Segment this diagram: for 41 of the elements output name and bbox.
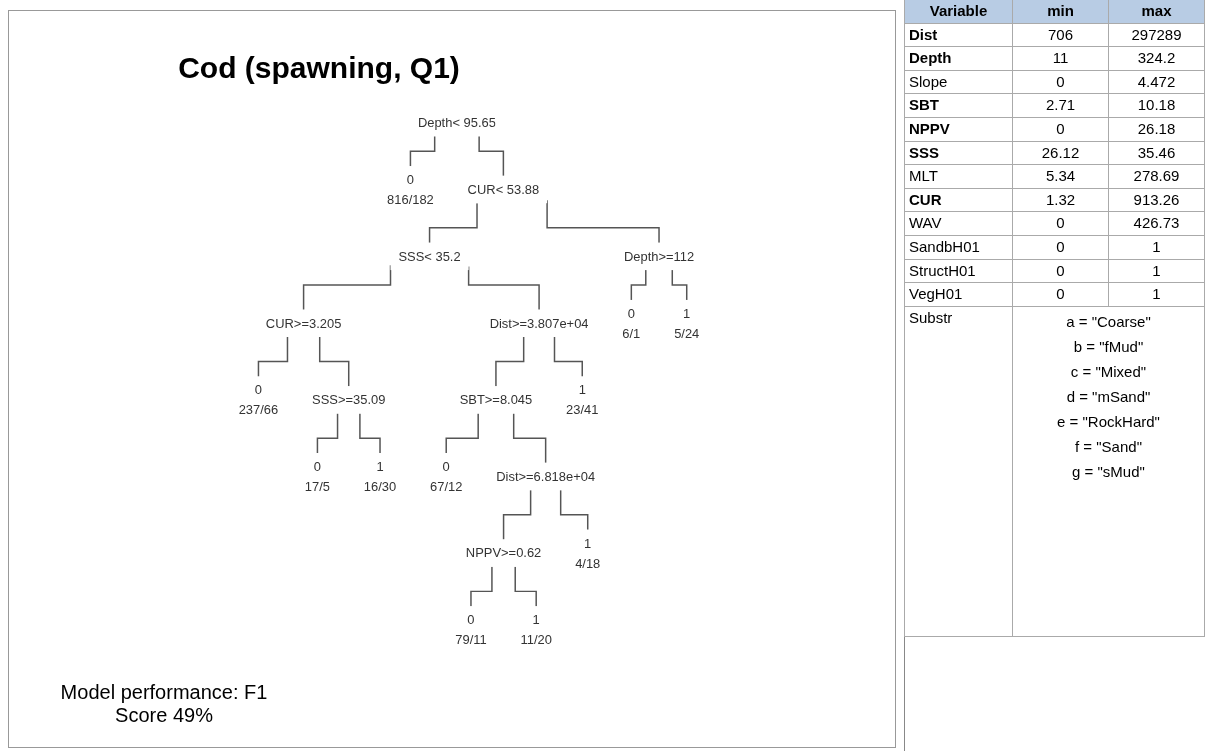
node-label: 1 — [584, 535, 592, 551]
column-header: min — [1012, 0, 1109, 24]
node-label: Depth< 95.65 — [417, 114, 496, 130]
code-entry: c = "Mixed" — [1070, 361, 1147, 382]
node-label: 0 — [467, 612, 475, 628]
node-label: SSS>=35.09 — [312, 392, 386, 408]
node-label: SBT>=8.045 — [459, 392, 533, 408]
node-label: 237/66 — [238, 401, 279, 417]
code-entry: d = "mSand" — [1066, 386, 1151, 407]
split-node: SSS< 35.2 — [390, 242, 469, 271]
code-entry: a = "Coarse" — [1066, 311, 1151, 332]
column-header: Variable — [904, 0, 1013, 24]
performance-note: Model performance: F1 Score 49% — [59, 681, 269, 727]
code-entry: f = "Sand" — [1075, 436, 1142, 457]
node-label: 816/182 — [387, 191, 434, 207]
node-label: CUR>=3.205 — [265, 315, 342, 331]
node-label: 0 — [406, 172, 415, 188]
code-entry: b = "fMud" — [1073, 336, 1144, 357]
node-label: 11/20 — [520, 631, 552, 647]
code-entry: e = "RockHard" — [1057, 411, 1160, 432]
node-label: 4/18 — [575, 555, 601, 570]
node-label: 1 — [578, 382, 586, 398]
leaf-node: 1 16/30 — [355, 453, 405, 500]
node-label: CUR< 53.88 — [467, 181, 540, 197]
column-header: max — [1108, 0, 1205, 24]
node-label: 23/41 — [566, 401, 599, 417]
leaf-node: 1 5/24 — [666, 299, 708, 347]
node-label: 79/11 — [455, 631, 487, 647]
node-label: Dist>=6.818e+04 — [496, 468, 596, 484]
leaf-node: 0 17/5 — [296, 453, 338, 500]
node-label: Dist>=3.807e+04 — [489, 315, 589, 331]
node-label: SSS< 35.2 — [398, 248, 461, 264]
diagram-title: Cod (spawning, Q1) — [177, 51, 461, 85]
table-cell: Substr — [904, 305, 1013, 638]
node-label: Depth>=112 — [623, 248, 695, 264]
node-label: NPPV>=0.62 — [465, 545, 542, 561]
node-label: 1 — [532, 612, 540, 628]
leaf-node: 0 67/12 — [422, 453, 471, 500]
code-entry: g = "sMud" — [1072, 461, 1145, 482]
leaf-node: 0 6/1 — [614, 299, 649, 347]
node-label: 0 — [254, 382, 263, 398]
